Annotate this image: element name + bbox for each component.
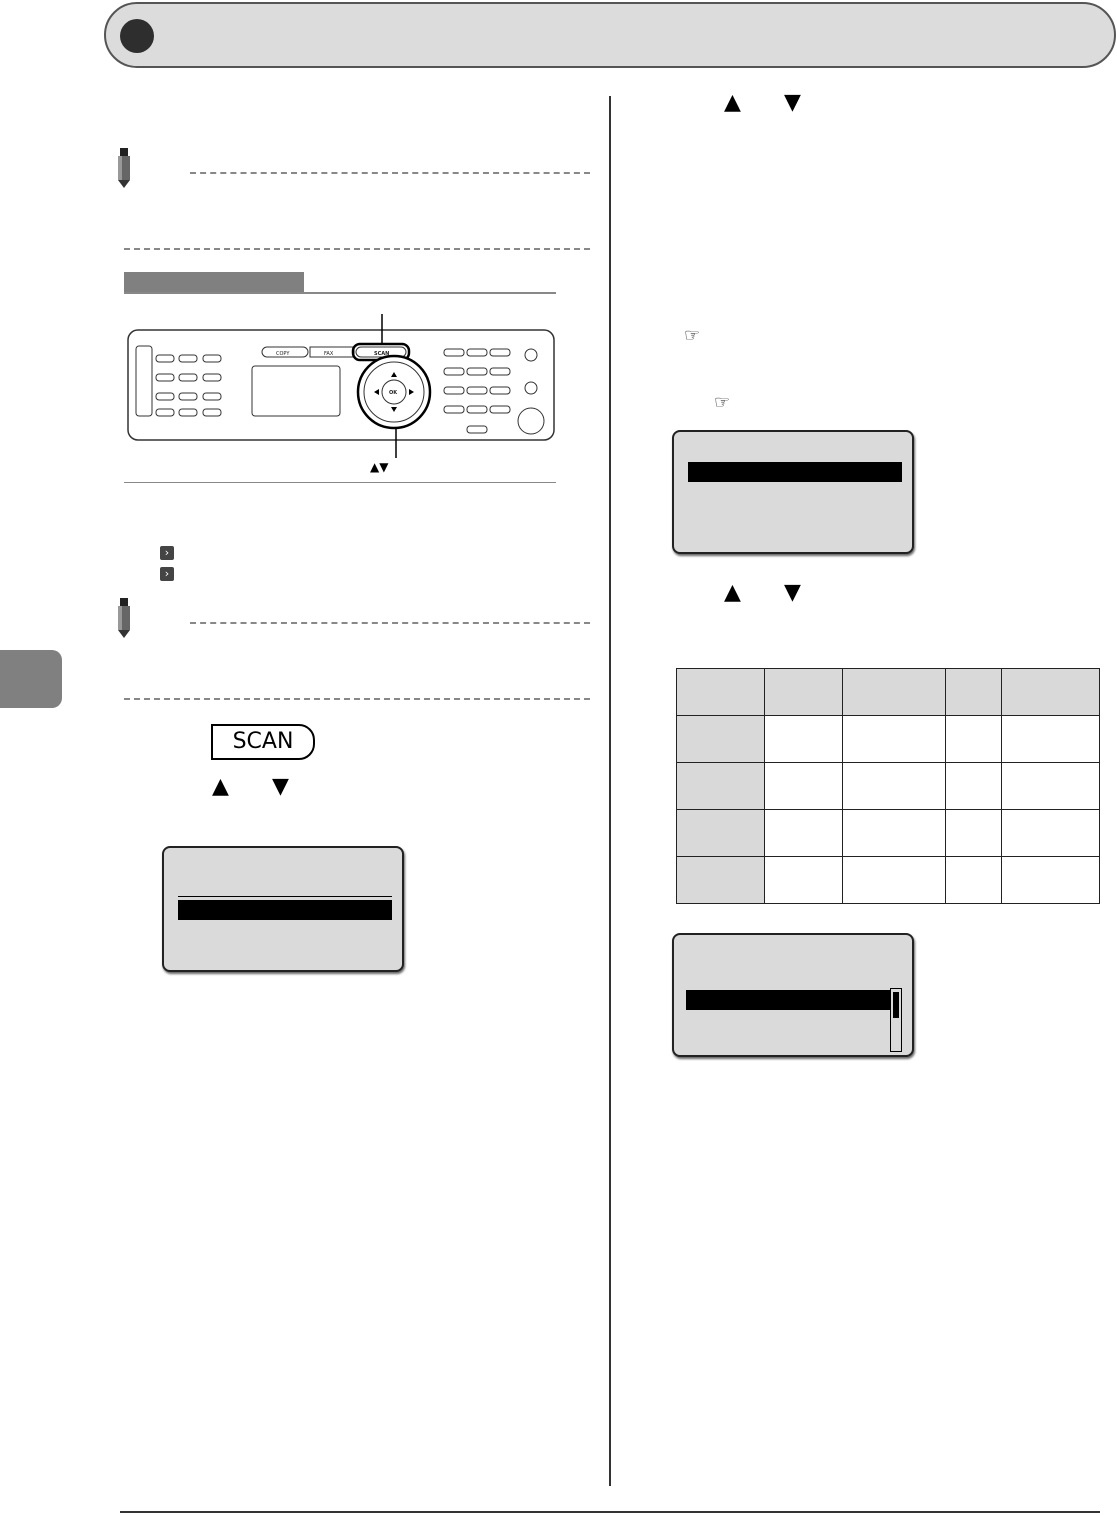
down-arrow-icon: ▼ [272,774,289,799]
operation-panel-illustration: COPY FAX SCAN OK [127,314,555,458]
table-header-cell [1001,668,1100,716]
copy-key-label: COPY [276,351,290,357]
down-arrow-icon: ▼ [784,90,801,115]
table-header-cell [764,668,843,716]
ok-key-label: OK [389,390,398,396]
down-arrow-icon: ▼ [784,580,801,605]
section-rule [124,292,556,294]
table-header-cell [676,668,765,716]
chapter-header-bullet [120,19,154,53]
lcd-selected-row [178,900,392,920]
footer-rule [120,1511,1100,1513]
lcd-scrollbar-thumb [893,992,899,1018]
lcd-screen [672,933,914,1057]
lcd-screen [672,430,914,554]
lcd-scrollbar [890,988,902,1052]
chevron-right-icon: › [160,567,174,581]
table-header-cell [945,668,1002,716]
note-top-rule [190,172,590,174]
table-row [676,856,1100,904]
chevron-right-icon: › [160,546,174,560]
column-divider [609,96,611,1486]
figure-bottom-rule [124,482,556,483]
lcd-divider [178,896,392,897]
chapter-side-tab [0,650,62,708]
lcd-selected-row [688,462,902,482]
table-row [676,809,1100,857]
table-row [676,715,1100,763]
scan-key[interactable]: SCAN [211,724,315,760]
pointing-hand-icon: ☞ [714,392,731,413]
scan-key-label: SCAN [374,351,389,357]
table-row [676,762,1100,810]
up-down-key-callout: ▲▼ [370,460,389,474]
note-top-rule [190,622,590,624]
settings-table [676,668,1100,904]
note-bottom-rule [124,248,590,250]
chapter-header-bar [104,2,1116,68]
lcd-selected-row [686,990,892,1010]
up-arrow-icon: ▲ [724,580,741,605]
pointing-hand-icon: ☞ [684,325,701,346]
up-arrow-icon: ▲ [724,90,741,115]
pencil-icon [118,598,130,638]
pencil-icon [118,148,130,188]
fax-key-label: FAX [324,351,334,357]
up-arrow-icon: ▲ [212,774,229,799]
lcd-screen [162,846,404,972]
note-bottom-rule [124,698,590,700]
section-label-band [124,272,304,292]
table-header-cell [842,668,946,716]
